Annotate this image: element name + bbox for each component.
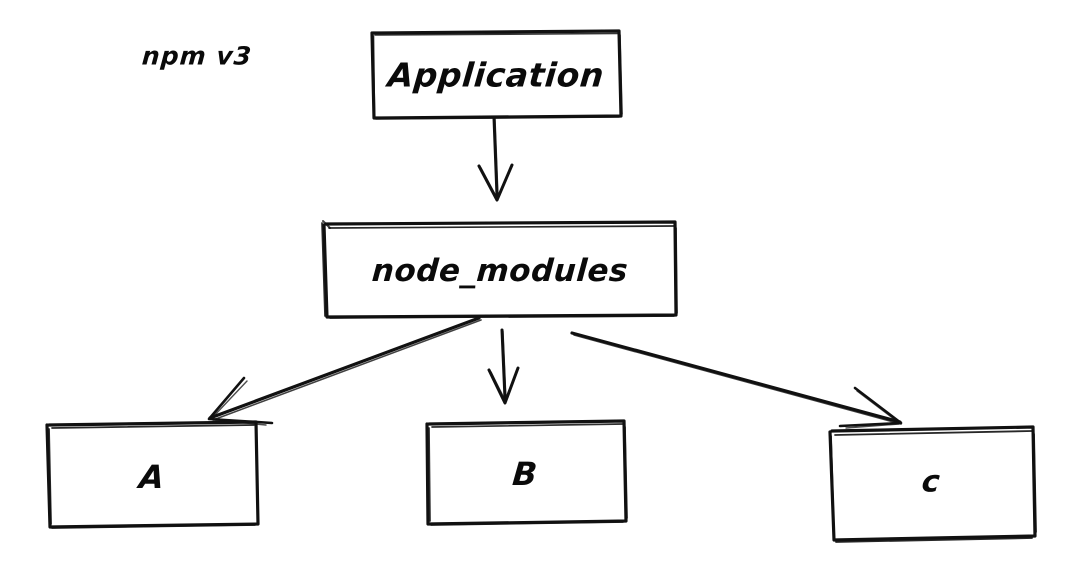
diagram-title-label: npm v3 (140, 41, 254, 71)
node-box-c[interactable] (828, 425, 1037, 543)
edge-node-modules-to-a (207, 316, 482, 426)
node-label-application: Application (386, 55, 606, 95)
edge-node-modules-to-b (487, 328, 520, 405)
node-box-application[interactable] (370, 29, 623, 120)
node-label-node-modules: node_modules (370, 253, 630, 289)
node-label-c: c (920, 464, 942, 500)
node-box-b[interactable] (425, 419, 628, 526)
node-label-a: A (137, 458, 167, 496)
edge-application-to-node-modules (477, 116, 514, 202)
edge-node-modules-to-c (570, 331, 903, 429)
node-box-node-modules[interactable] (321, 220, 678, 319)
node-box-a[interactable] (45, 420, 260, 529)
node-label-b: B (510, 455, 540, 493)
